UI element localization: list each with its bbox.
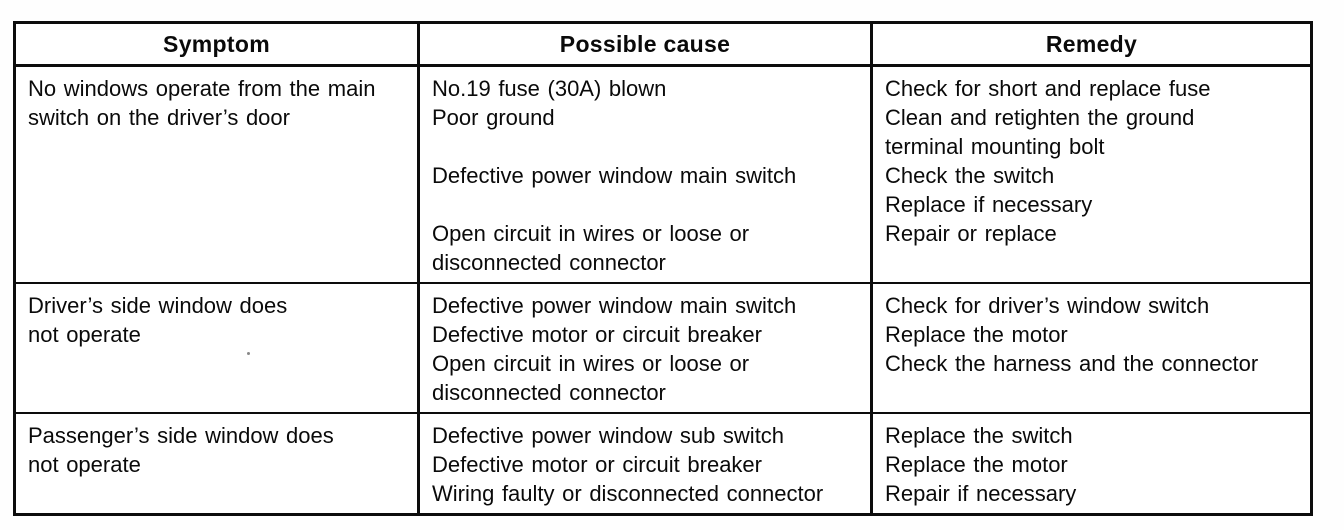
cell-line [432,190,860,219]
cell-line: not operate [28,322,141,347]
cell-line: Defective power window sub switch [432,423,785,448]
cell-line: Replace the motor [885,452,1068,477]
cell-line: Replace the motor [885,322,1068,347]
symptom-cell: No windows operate from the main switch o… [15,66,419,284]
cell-line: Open circuit in wires or loose or [432,221,750,246]
table-row: No windows operate from the main switch o… [15,65,1312,284]
cell-line [432,132,860,161]
cell-line: No windows operate from the main [28,76,376,101]
cell-line: Check the switch [885,163,1055,188]
cell-line: not operate [28,452,141,477]
cell-line: Replace the switch [885,423,1073,448]
table-row: Driver’s side window does not operate Def… [14,283,1312,413]
cell-line: Check for short and replace fuse [885,76,1211,101]
cell-line: Defective power window main switch [432,163,797,188]
cell-line: Clean and retighten the ground [885,105,1195,130]
symptom-cell: Driver’s side window does not operate [15,283,419,413]
cell-line: Defective motor or circuit breaker [432,322,762,347]
cell-line: Defective motor or circuit breaker [432,452,762,477]
scan-artifact-speck [247,352,250,355]
cell-line: Open circuit in wires or loose or [432,351,750,376]
troubleshooting-table: Symptom Possible cause Remedy No windows… [13,21,1313,516]
symptom-cell: Passenger’s side window does not operate [15,413,419,515]
cell-line: Check the harness and the connector [885,351,1259,376]
header-row: Symptom Possible cause Remedy [14,22,1312,67]
cell-line: Poor ground [432,105,555,130]
cell-line: Repair if necessary [885,481,1077,506]
cell-line: disconnected connector [432,250,666,275]
cell-line: switch on the driver’s door [28,105,290,130]
cell-line: Replace if necessary [885,192,1093,217]
cell-line: Driver’s side window does [28,293,288,318]
cell-line: disconnected connector [432,380,666,405]
cell-line: Repair or replace [885,221,1057,246]
column-header-symptom: Symptom [14,22,419,67]
cell-line: Passenger’s side window does [28,423,334,448]
cell-line: No.19 fuse (30A) blown [432,76,667,101]
cell-line: terminal mounting bolt [885,134,1105,159]
cell-line: Defective power window main switch [432,293,797,318]
cell-line: Wiring faulty or disconnected connector [432,481,824,506]
cell-line: Check for driver’s window switch [885,293,1210,318]
column-header-possible-cause: Possible cause [417,22,872,67]
column-header-remedy: Remedy [870,22,1312,67]
